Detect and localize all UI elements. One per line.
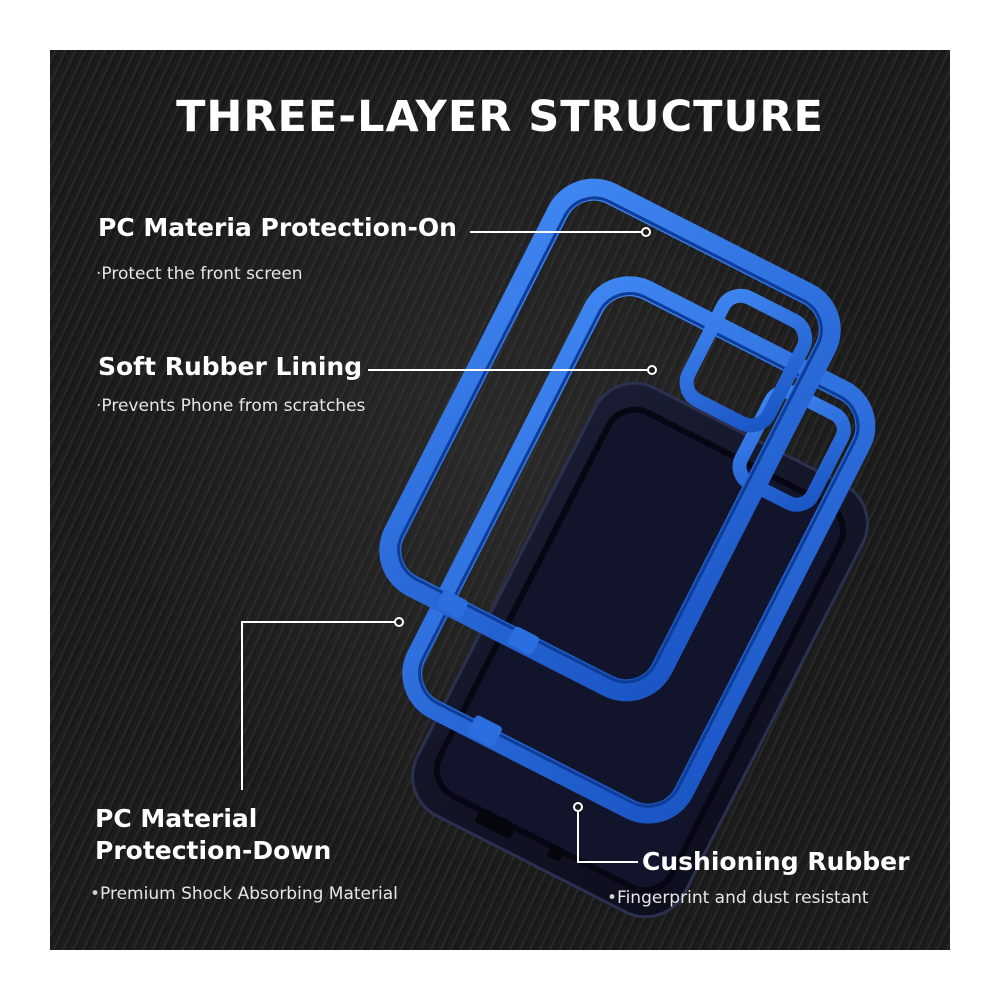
bullet-icon: · [96, 396, 102, 416]
callout-dot-pc-down [394, 617, 404, 627]
case-exploded-illustration [241, 178, 876, 919]
callout-heading-pc-protection-down-line1: PC Material [95, 804, 258, 833]
product-panel: THREE-LAYER STRUCTURE PC Materia Protect… [50, 50, 950, 950]
callout-description-cushioning-rubber: •Fingerprint and dust resistant [607, 888, 869, 908]
callout-heading-soft-rubber-lining: Soft Rubber Lining [98, 352, 363, 381]
bullet-icon: • [607, 888, 618, 908]
callout-heading-pc-protection-on: PC Materia Protection-On [98, 213, 457, 242]
callout-description-pc-protection-on: ·Protect the front screen [96, 264, 303, 284]
bullet-icon: · [96, 264, 102, 284]
bullet-icon: • [90, 884, 101, 904]
callout-dot-pc-on [641, 227, 651, 237]
callout-heading-pc-protection-down-line2: Protection-Down [95, 836, 332, 865]
callout-line-pc-down [241, 621, 396, 790]
page-title: THREE-LAYER STRUCTURE [176, 92, 824, 142]
callout-description-pc-protection-down: •Premium Shock Absorbing Material [90, 884, 398, 904]
callout-lines [241, 231, 650, 863]
callout-line-cushioning [577, 810, 638, 863]
callout-dot-cushioning [573, 802, 583, 812]
callout-heading-cushioning-rubber: Cushioning Rubber [642, 847, 910, 876]
callout-dot-rubber-lining [647, 365, 657, 375]
callout-dots [394, 227, 657, 812]
pc-protection-on-frame [379, 178, 841, 702]
callout-description-soft-rubber-lining: ·Prevents Phone from scratches [96, 396, 366, 416]
